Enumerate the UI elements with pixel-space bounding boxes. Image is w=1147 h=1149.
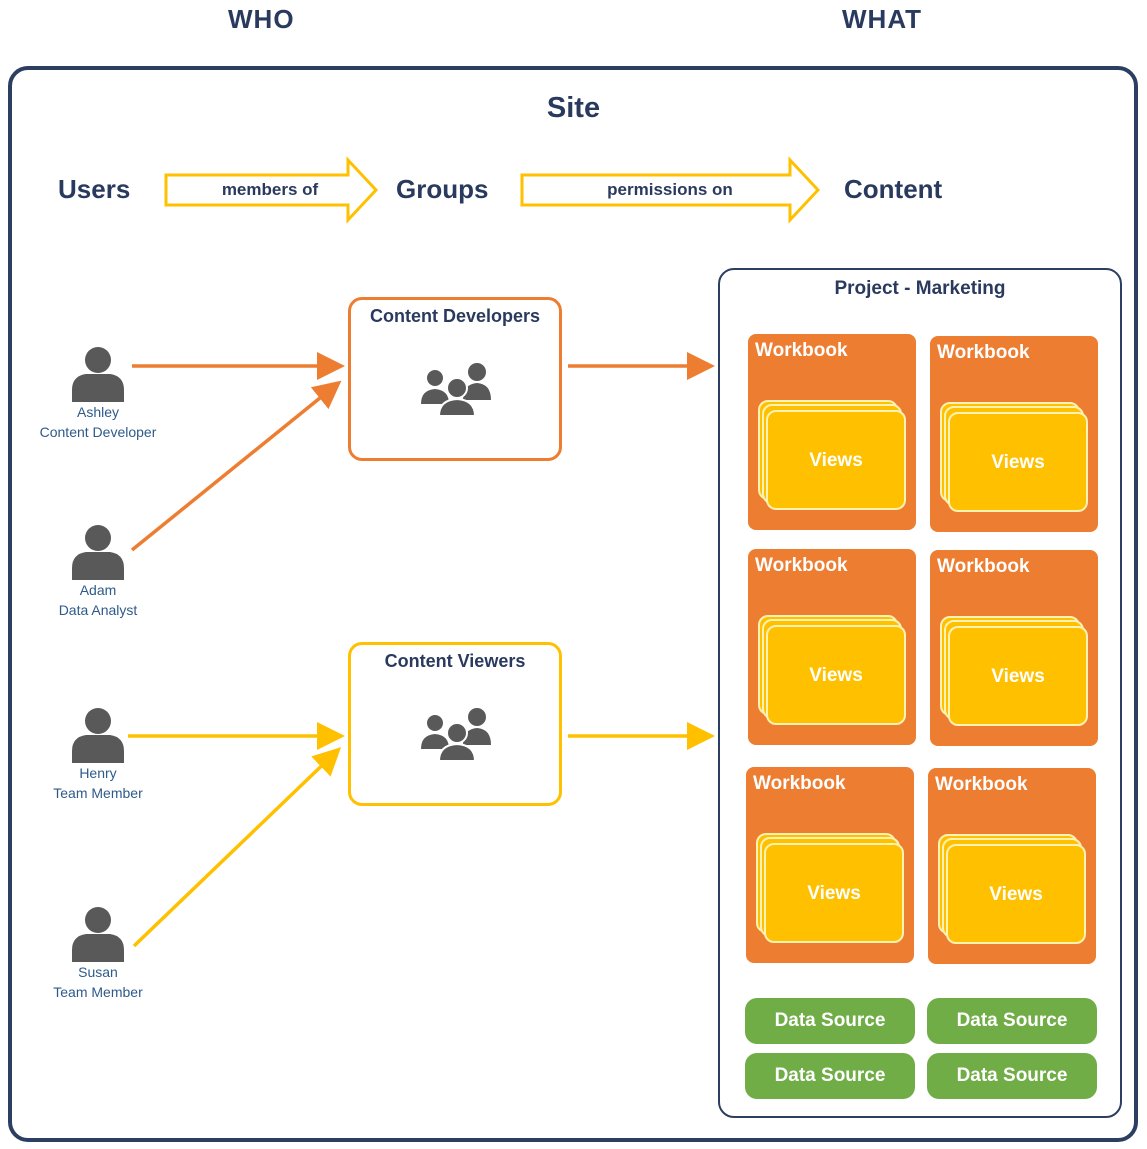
workbook-title: Workbook bbox=[937, 556, 1030, 577]
user-adam: Adam Data Analyst bbox=[18, 522, 178, 620]
what-header: WHAT bbox=[842, 4, 923, 34]
workbook-title: Workbook bbox=[937, 342, 1030, 363]
person-icon bbox=[72, 525, 124, 580]
views-card: Views bbox=[764, 843, 904, 943]
group-icon bbox=[421, 363, 491, 416]
views-label: Views bbox=[989, 884, 1043, 905]
views-card: Views bbox=[766, 625, 906, 725]
site-title: Site bbox=[546, 92, 601, 124]
workbook-1: Workbook Views bbox=[748, 334, 916, 530]
members-of-arrow bbox=[164, 156, 379, 224]
group-title: Content Viewers bbox=[384, 651, 526, 671]
user-susan: Susan Team Member bbox=[18, 904, 178, 1002]
views-card: Views bbox=[948, 626, 1088, 726]
workbook-title: Workbook bbox=[755, 340, 848, 361]
user-name: Adam bbox=[79, 582, 117, 598]
permissions-on-arrow bbox=[520, 156, 821, 224]
views-label: Views bbox=[991, 452, 1045, 473]
site-frame bbox=[8, 66, 1138, 1142]
data-source-1: Data Source bbox=[745, 998, 915, 1044]
susan-to-viewers-arrow bbox=[132, 747, 342, 948]
person-icon bbox=[72, 708, 124, 763]
workbook-4: Workbook Views bbox=[930, 550, 1098, 746]
user-role: Content Developer bbox=[39, 424, 157, 440]
users-label: Users bbox=[58, 174, 131, 204]
data-source-4: Data Source bbox=[927, 1053, 1097, 1099]
adam-to-developers-arrow bbox=[130, 380, 342, 552]
user-role: Team Member bbox=[53, 785, 143, 801]
views-card: Views bbox=[948, 412, 1088, 512]
workbook-title: Workbook bbox=[755, 555, 848, 576]
views-label: Views bbox=[809, 450, 863, 471]
who-header: WHO bbox=[228, 4, 295, 34]
views-card: Views bbox=[766, 410, 906, 510]
person-icon bbox=[72, 347, 124, 402]
user-ashley: Ashley Content Developer bbox=[18, 344, 178, 442]
data-source-3: Data Source bbox=[745, 1053, 915, 1099]
group-content-viewers: Content Viewers bbox=[348, 642, 562, 806]
workbook-title: Workbook bbox=[935, 774, 1028, 795]
person-icon bbox=[72, 907, 124, 962]
members-of-label: members of bbox=[221, 180, 319, 199]
workbook-2: Workbook Views bbox=[930, 336, 1098, 532]
group-content-developers: Content Developers bbox=[348, 297, 562, 461]
views-label: Views bbox=[991, 666, 1045, 687]
user-role: Data Analyst bbox=[58, 602, 138, 618]
groups-label: Groups bbox=[396, 174, 489, 204]
user-name: Susan bbox=[78, 964, 118, 980]
user-henry: Henry Team Member bbox=[18, 705, 178, 803]
workbook-title: Workbook bbox=[753, 773, 846, 794]
views-label: Views bbox=[807, 883, 861, 904]
views-card: Views bbox=[946, 844, 1086, 944]
workbook-6: Workbook Views bbox=[928, 768, 1096, 964]
permissions-on-label: permissions on bbox=[607, 180, 733, 199]
user-name: Ashley bbox=[76, 404, 120, 420]
flow-arrows bbox=[164, 156, 821, 224]
group-icon bbox=[421, 708, 491, 761]
user-role: Team Member bbox=[53, 984, 143, 1000]
workbook-5: Workbook Views bbox=[746, 767, 914, 963]
group-title: Content Developers bbox=[369, 306, 541, 326]
project-title: Project - Marketing bbox=[834, 278, 1006, 299]
project-box bbox=[718, 268, 1122, 1118]
data-source-2: Data Source bbox=[927, 998, 1097, 1044]
views-label: Views bbox=[809, 665, 863, 686]
workbook-3: Workbook Views bbox=[748, 549, 916, 745]
user-name: Henry bbox=[79, 765, 117, 781]
content-label: Content bbox=[844, 174, 943, 204]
